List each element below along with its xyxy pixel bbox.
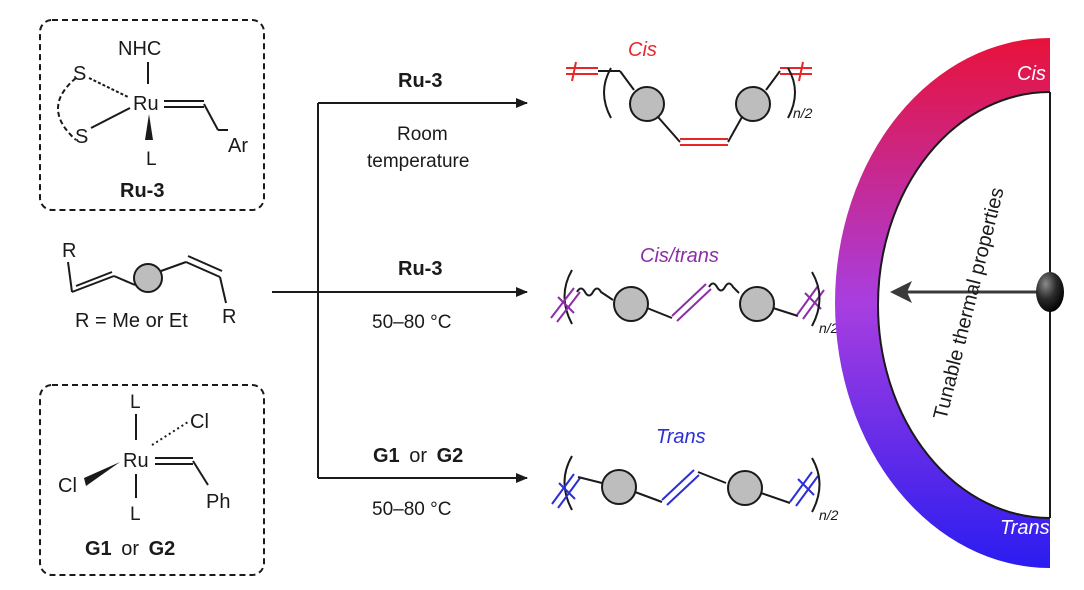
gauge-axis-label: Tunable thermal properties: [930, 185, 1009, 422]
conditions-room-temperature: Ru-3 Room temperature: [367, 70, 469, 172]
product-cis-subscript: n/2: [793, 105, 813, 121]
condition-3-line1: 50–80 °C: [372, 499, 451, 520]
reaction-arrows: [272, 98, 528, 483]
gauge-pointer-knob: [1036, 272, 1064, 312]
condition-2-line1: 50–80 °C: [372, 312, 451, 333]
chloride-right-label: Cl: [190, 411, 209, 433]
l-top-label: L: [130, 392, 141, 413]
ligand-l-label: L: [146, 149, 157, 170]
nhc-label: NHC: [118, 38, 161, 60]
product-cistrans-subscript: n/2: [819, 320, 839, 336]
sulfur-bottom-label: S: [75, 126, 88, 148]
condition-1-line1: Room: [397, 124, 448, 145]
r-bottom-label: R: [222, 306, 236, 328]
monomer-caption: R = Me or Et: [75, 310, 188, 332]
grubbs-name-line: G1 or G2: [85, 538, 175, 560]
ru3-name: Ru-3: [120, 180, 164, 202]
condition-3-catalyst-a: G1: [373, 445, 400, 467]
condition-3-or: or: [409, 445, 427, 467]
ru3-catalyst-box: NHC S Ru S Ar L Ru-3: [39, 19, 265, 211]
aryl-label: Ar: [228, 135, 248, 157]
gauge-top-label: Cis: [1017, 63, 1046, 85]
condition-3-catalyst-line: G1 or G2: [373, 445, 463, 467]
condition-1-catalyst: Ru-3: [398, 70, 442, 92]
condition-3-catalyst-b: G2: [437, 445, 464, 467]
grubbs-ruthenium-label: Ru: [123, 450, 149, 472]
product-trans-polymer: Trans n/2: [551, 426, 839, 523]
condition-1-line2: temperature: [367, 151, 469, 172]
r-top-label: R: [62, 240, 76, 262]
sulfur-top-label: S: [73, 63, 86, 85]
l-bottom-label: L: [130, 504, 141, 525]
g1-name: G1: [85, 538, 112, 560]
conditions-heated-grubbs: G1 or G2 50–80 °C: [372, 445, 463, 520]
product-cistrans-polymer: Cis/trans n/2: [550, 245, 839, 336]
conditions-heated-ru3: Ru-3 50–80 °C: [372, 258, 451, 333]
phenyl-label: Ph: [206, 491, 230, 513]
product-cistrans-label: Cis/trans: [640, 245, 719, 267]
or-word: or: [121, 538, 139, 560]
g2-name: G2: [149, 538, 176, 560]
thermal-property-gauge: Cis Trans Tunable thermal properties: [835, 38, 1064, 568]
product-cis-label: Cis: [628, 39, 657, 61]
product-trans-subscript: n/2: [819, 507, 839, 523]
grubbs-catalyst-box: L Cl Ru Cl Ph L G1 or G2: [39, 384, 265, 576]
gauge-bottom-label: Trans: [1000, 517, 1050, 539]
condition-2-catalyst: Ru-3: [398, 258, 442, 280]
ruthenium-label: Ru: [133, 93, 159, 115]
product-cis-polymer: Cis n/2: [566, 39, 813, 146]
diene-monomer: R R R = Me or Et: [62, 240, 236, 332]
product-trans-label: Trans: [656, 426, 706, 448]
chloride-left-label: Cl: [58, 475, 77, 497]
